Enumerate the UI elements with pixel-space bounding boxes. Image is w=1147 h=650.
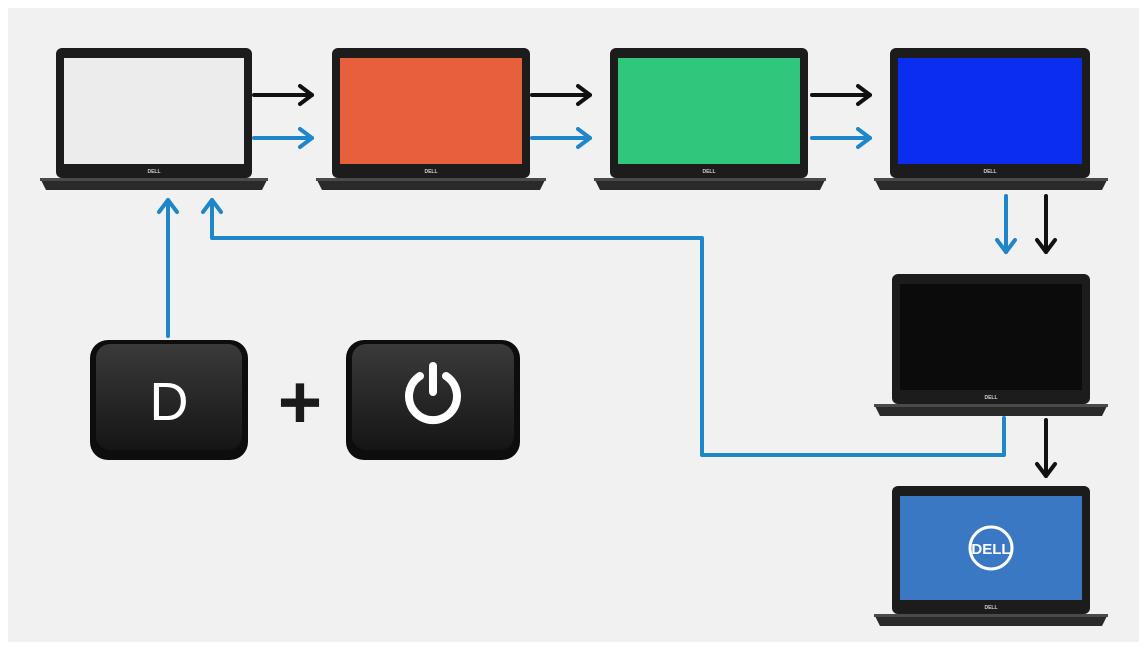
flow-arrows xyxy=(157,84,1057,478)
arrow-black-down-2 xyxy=(1035,418,1057,478)
laptop-blue-display xyxy=(898,58,1082,164)
bezel-logo: DELL xyxy=(984,605,997,611)
bezel-logo: DELL xyxy=(702,169,715,175)
arrow-black-2 xyxy=(530,84,592,106)
d-key: D xyxy=(90,340,248,460)
arrow-black-down-1 xyxy=(1035,194,1057,254)
plus-sign: + xyxy=(278,360,322,445)
laptop-white-display xyxy=(64,58,244,164)
laptop-dell-logo-screen: DELL DELL xyxy=(874,486,1108,626)
dell-logo-icon xyxy=(968,525,1014,571)
laptop-green-screen: DELL xyxy=(594,48,826,190)
power-icon xyxy=(405,362,461,425)
power-key xyxy=(346,340,520,460)
laptop-logo-display xyxy=(900,496,1082,600)
arrow-blue-down-1 xyxy=(995,194,1017,254)
arrow-blue-1 xyxy=(252,127,314,149)
bezel-logo: DELL xyxy=(983,169,996,175)
arrow-blue-keys-up xyxy=(157,198,179,338)
laptop-green-display xyxy=(618,58,800,164)
bezel-logo: DELL xyxy=(424,169,437,175)
arrow-black-1 xyxy=(252,84,314,106)
arrow-blue-3 xyxy=(810,127,872,149)
laptop-black-screen: DELL xyxy=(874,274,1108,416)
arrow-black-3 xyxy=(810,84,872,106)
arrow-blue-loop-back xyxy=(201,198,1006,457)
laptop-red-screen: DELL xyxy=(316,48,546,190)
d-key-label: D xyxy=(150,372,189,432)
dell-logo-text: DELL xyxy=(971,541,1010,558)
laptop-black-display xyxy=(900,284,1082,390)
bezel-logo: DELL xyxy=(984,395,997,401)
laptop-white-screen: DELL xyxy=(40,48,268,190)
laptop-red-display xyxy=(340,58,522,164)
arrow-blue-2 xyxy=(530,127,592,149)
laptop-blue-screen: DELL xyxy=(874,48,1108,190)
bezel-logo: DELL xyxy=(147,169,160,175)
